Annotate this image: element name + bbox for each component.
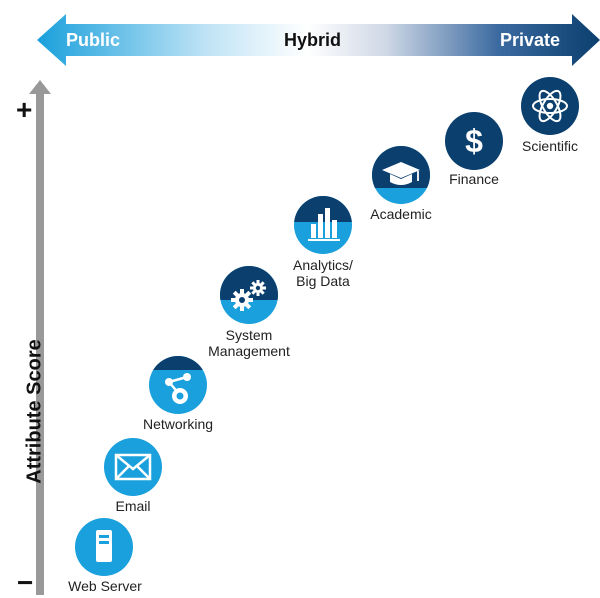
atom-icon xyxy=(521,77,579,135)
workload-label: Web Server xyxy=(68,578,142,594)
bar-chart-icon xyxy=(294,196,352,254)
envelope-icon xyxy=(104,438,162,496)
arrow-shape xyxy=(37,14,600,66)
gears-icon xyxy=(220,266,278,324)
public-label: Public xyxy=(66,30,121,50)
server-icon xyxy=(75,518,133,576)
attribute-score-axis: Attribute Score xyxy=(0,80,80,595)
axis-high-marker: + xyxy=(16,94,33,125)
workload-label: Academic xyxy=(370,206,432,222)
dollar-icon: $ xyxy=(445,112,503,170)
hybrid-label: Hybrid xyxy=(284,30,342,50)
axis-low-marker: − xyxy=(17,567,34,598)
label-line-2: Big Data xyxy=(296,273,350,289)
label-line-1: System xyxy=(225,327,273,343)
workload-label: Analytics/ Big Data xyxy=(273,257,373,289)
label-line-2: Management xyxy=(208,343,290,359)
network-nodes-icon xyxy=(149,356,207,414)
svg-text:$: $ xyxy=(465,123,483,159)
workload-label: Networking xyxy=(142,416,214,432)
graduation-cap-icon xyxy=(372,146,430,204)
workload-label: Email xyxy=(115,498,151,514)
workload-label: Scientific xyxy=(521,138,579,154)
workload-label: Finance xyxy=(449,171,499,187)
axis-title: Attribute Score xyxy=(23,339,46,484)
private-label: Private xyxy=(500,30,561,50)
workload-label: System Management xyxy=(199,327,299,359)
label-line-1: Analytics/ xyxy=(293,257,353,273)
public-private-arrow: Public Hybrid Private xyxy=(0,0,600,80)
axis-line xyxy=(29,80,51,595)
